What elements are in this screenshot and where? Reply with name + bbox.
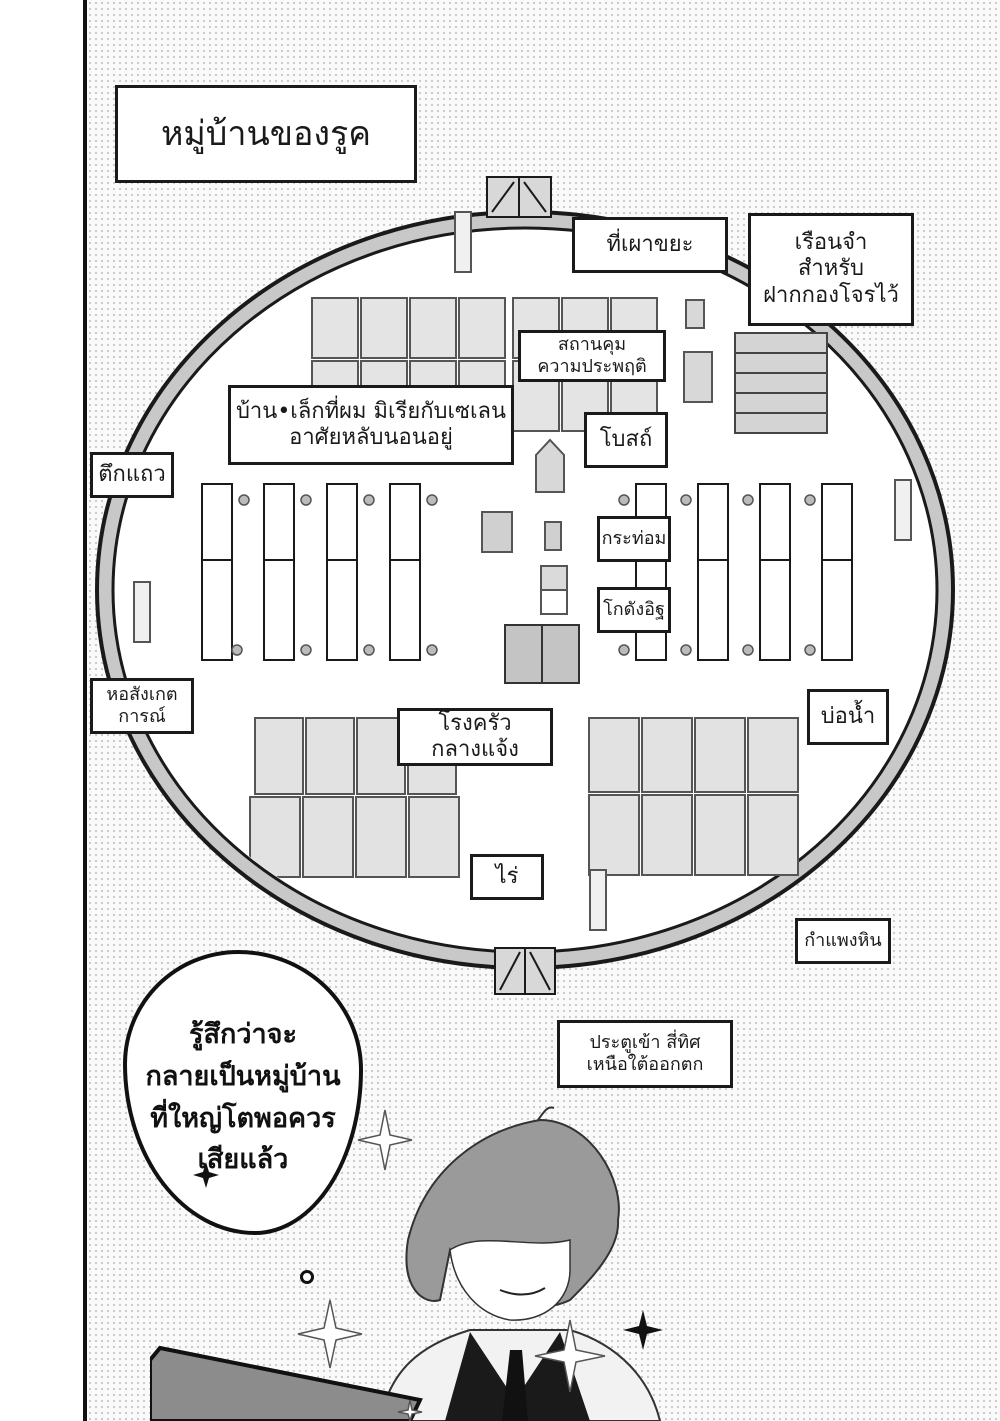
kitchen bbox=[504, 624, 580, 684]
map-title: หมู่บ้านของรูค bbox=[115, 85, 417, 183]
north-gate bbox=[486, 176, 552, 218]
held-board bbox=[150, 1345, 423, 1421]
label-church: โบสถ์ bbox=[584, 412, 668, 468]
character-smile bbox=[499, 1287, 546, 1296]
label-well: บ่อน้ำ bbox=[807, 689, 889, 745]
thought-bubble-tail bbox=[300, 1270, 314, 1284]
label-gates: ประตูเข้า สี่ทิศ เหนือใต้ออกตก bbox=[557, 1020, 733, 1088]
row-houses-right bbox=[635, 483, 853, 661]
label-watchtower: หอสังเกต การณ์ bbox=[90, 678, 194, 734]
my-house bbox=[481, 511, 513, 553]
label-fields: ไร่ bbox=[470, 854, 544, 900]
garbage-burner bbox=[685, 299, 705, 329]
sparkle-icons bbox=[297, 1109, 606, 1421]
wells bbox=[231, 494, 816, 656]
label-kitchen: โรงครัว กลางแจ้ง bbox=[397, 708, 553, 766]
star-icons bbox=[193, 1162, 663, 1350]
fields-bottom-right bbox=[588, 717, 799, 876]
label-stone-wall: กำแพงหิน bbox=[795, 918, 891, 964]
label-warehouse: โกดังอิฐ bbox=[597, 587, 671, 633]
label-garbage-burner: ที่เผาขยะ bbox=[572, 217, 728, 273]
row-houses-left bbox=[201, 483, 421, 661]
label-prison: เรือนจำ สำหรับ ฝากกองโจรไว้ bbox=[748, 213, 914, 326]
prison-building bbox=[734, 332, 828, 434]
warehouse bbox=[540, 565, 568, 615]
character-face bbox=[449, 1239, 571, 1321]
watchtowers bbox=[133, 211, 912, 931]
label-hut: กระท่อม bbox=[597, 516, 671, 562]
hut bbox=[544, 521, 562, 551]
south-gate bbox=[494, 947, 556, 995]
label-row-houses: ตึกแถว bbox=[90, 452, 174, 498]
character-tie bbox=[502, 1350, 528, 1421]
power-station bbox=[683, 351, 713, 403]
character-illustration bbox=[150, 1106, 663, 1421]
label-my-house: บ้าน•เล็กที่ผม มิเรียกับเซเลน อาศัยหลับน… bbox=[228, 385, 514, 465]
thought-bubble: รู้สึกว่าจะ กลายเป็นหมู่บ้าน ที่ใหญ่โตพอ… bbox=[123, 950, 363, 1235]
label-power-station: สถานคุม ความประพฤติ bbox=[518, 330, 666, 382]
church-building bbox=[535, 438, 565, 493]
